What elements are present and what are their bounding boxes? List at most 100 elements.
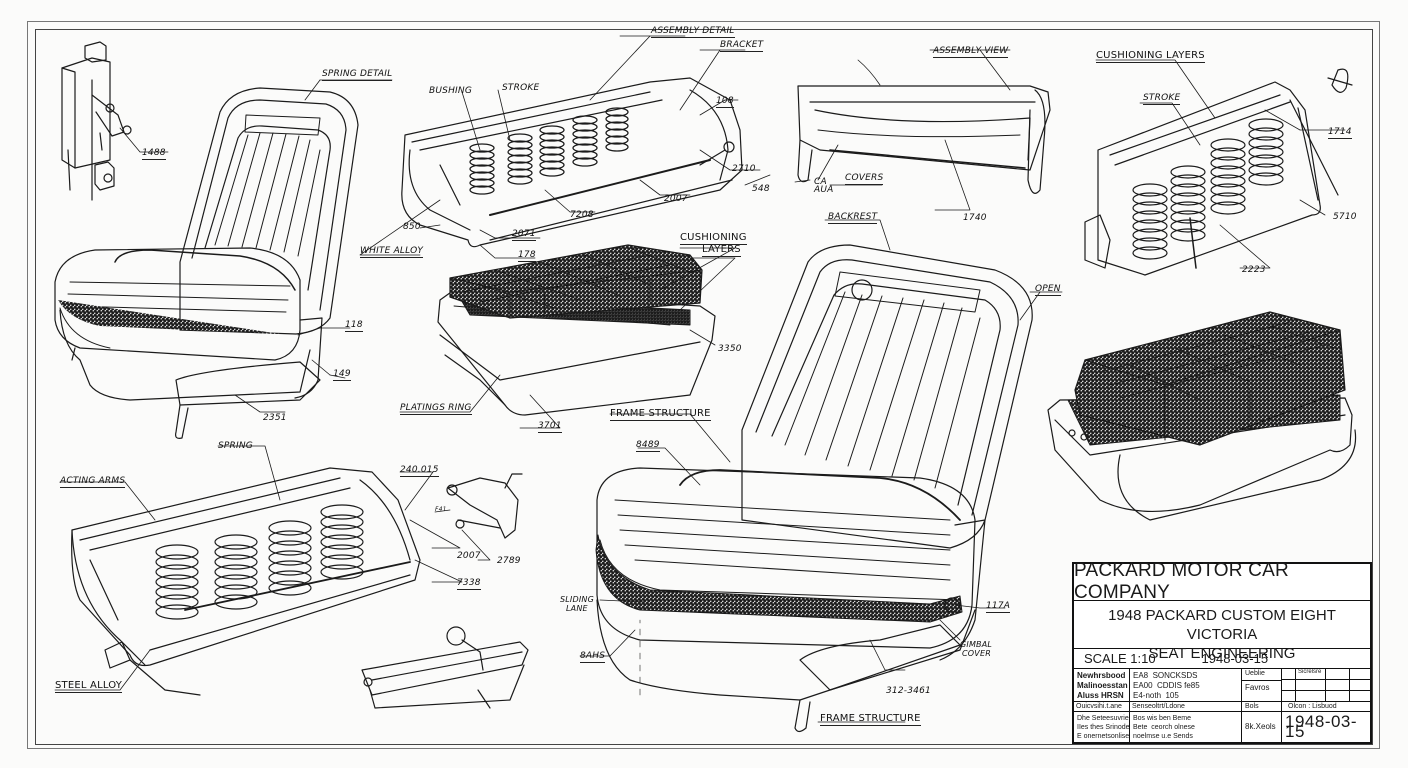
label-part-2007-bottom: 2007 [457, 551, 481, 561]
label-white-alloy: WHITE ALLOY [360, 246, 424, 258]
spring-frame-bottom [71, 467, 421, 696]
seat-isometric-left [54, 87, 359, 439]
label-assembly-detail: ASSEMBLY DETAIL [651, 26, 735, 38]
spring-unit-right [1084, 68, 1353, 276]
slide-rail-detail [361, 626, 529, 709]
label-steel-alloy: STEEL ALLOY [55, 680, 123, 693]
cell-r2c4: Olcon : Lisbuod [1282, 702, 1370, 712]
hinge-bracket-detail [61, 41, 132, 201]
cell-r1c3b: Favros [1242, 681, 1282, 702]
cell-grid-h [1282, 691, 1296, 702]
title-block-grid: Newhrsbood Malinoesstan Aluss HRSN EA8 S… [1074, 669, 1370, 742]
scale-value: SCALE 1:10 [1084, 651, 1156, 666]
title-block-title: 1948 PACKARD CUSTOM EIGHT VICTORIA SEAT … [1074, 601, 1370, 662]
coil-springs-right [1132, 118, 1284, 260]
label-cushioning-mid-1: CUSHIONING [680, 232, 747, 245]
label-part-1740: 1740 [963, 213, 987, 223]
drawing-date: 1948-03-15 [1201, 651, 1269, 666]
label-part-7338: 7338 [457, 578, 481, 590]
label-part-5710: 5710 [1333, 212, 1357, 222]
cell-r2c1: Ouicvsihi.t.ane [1074, 702, 1130, 712]
label-covers: COVERS [845, 173, 884, 185]
label-part-2223: 2223 [1242, 265, 1266, 275]
leader-lines [54, 35, 1346, 723]
label-frame-structure-top: FRAME STRUCTURE [610, 408, 711, 421]
cell-r3c2: Bos wis ben Beme Bete ceorch olnese noel… [1130, 712, 1242, 742]
outer-border [27, 21, 1380, 749]
label-platings-ring: PLATINGS RING [400, 403, 472, 415]
coil-springs-bottom [155, 504, 364, 620]
cell-r1c4: Sicrelsre [1296, 669, 1326, 680]
cell-r2c2: Senseoltrt/Ldone [1130, 702, 1242, 712]
label-spring-detail: SPRING DETAIL [322, 69, 393, 81]
label-part-3701: 3701 [538, 421, 562, 433]
cushion-block-middle [437, 244, 716, 416]
label-frame-structure-bottom: FRAME STRUCTURE [820, 713, 921, 726]
label-cushioning-mid-2: LAYERS [702, 244, 741, 257]
cell-grid-f [1326, 680, 1350, 691]
label-part-178: 178 [518, 250, 536, 262]
cell-r3c4-date: 1948-03-15 [1285, 712, 1358, 741]
cell-grid-b [1326, 669, 1350, 680]
cell-grid-j [1326, 691, 1350, 702]
label-part-3350: 3350 [718, 344, 742, 354]
label-gimbal-2: COVER [962, 649, 991, 658]
cushion-block-right [1047, 311, 1357, 521]
label-part-312-3461: 312-3461 [886, 686, 931, 696]
label-open: OPEN [1035, 284, 1061, 296]
cell-grid-g [1350, 680, 1370, 691]
cell-r1c2: EA8 SONCKSDS EA00 CDDIS fe85 E4-noth 105 [1130, 669, 1242, 702]
cell-grid-k [1350, 691, 1370, 702]
title-line-1: 1948 PACKARD CUSTOM EIGHT VICTORIA [1108, 607, 1336, 643]
label-acting-arms: ACTING ARMS [60, 476, 126, 488]
label-part-f41: F41 [435, 506, 447, 513]
label-part-2789: 2789 [497, 556, 521, 566]
label-gimbal-1: GIMBAL [960, 640, 993, 649]
backrest-assembly-view [797, 59, 1051, 194]
label-part-149: 149 [333, 369, 351, 381]
cell-grid-d [1282, 680, 1296, 691]
label-ca-aua: CA AUA [814, 177, 834, 195]
cell-r1c3a: Ueblie [1242, 669, 1282, 681]
label-sliding-2: LANE [566, 604, 588, 613]
label-part-8489: 8489 [636, 440, 660, 452]
label-part-118: 118 [345, 320, 363, 332]
cell-r3c3: 8k.Xeols [1242, 712, 1282, 742]
title-line-2: SEAT ENGINEERING [1148, 645, 1296, 662]
spring-frame-top [401, 77, 743, 248]
label-part-850: 850 [403, 222, 421, 232]
label-part-240-015: 240.015 [400, 465, 439, 477]
coil-springs-top [469, 107, 629, 195]
cell-grid-i [1296, 691, 1326, 702]
cell-grid-a [1282, 669, 1296, 680]
cell-r2c3: Bols [1242, 702, 1282, 712]
label-part-108: 108 [716, 96, 734, 108]
label-assembly-view: ASSEMBLY VIEW [933, 46, 1009, 58]
label-stroke-right: STROKE [1143, 93, 1181, 105]
label-part-117a: 117A [986, 601, 1011, 613]
label-part-548: 548 [752, 184, 770, 194]
label-part-2071: 2071 [512, 229, 536, 241]
title-block-scale-row: SCALE 1:10 1948-03-15 [1074, 649, 1370, 669]
label-part-2351: 2351 [263, 413, 287, 423]
inner-border [35, 29, 1373, 745]
lever-bracket-detail [446, 473, 523, 539]
label-part-2007-top: 2007 [664, 194, 688, 204]
cell-grid-c [1350, 669, 1370, 680]
label-cushioning-layers-right: CUSHIONING LAYERS [1096, 50, 1205, 63]
label-part-1714: 1714 [1328, 127, 1352, 139]
label-spring: SPRING [218, 441, 253, 451]
title-block-company: PACKARD MOTOR CAR COMPANY [1074, 560, 1370, 603]
label-stroke: STROKE [502, 83, 540, 93]
title-block: PACKARD MOTOR CAR COMPANY 1948 PACKARD C… [1072, 560, 1372, 744]
label-bushing: BUSHING [429, 86, 473, 96]
label-part-8ahs: 8AHS [580, 651, 606, 663]
cell-r1c1: Newhrsbood Malinoesstan Aluss HRSN [1074, 669, 1130, 702]
label-bracket: BRACKET [720, 40, 764, 52]
seat-isometric-main [595, 244, 1033, 733]
cell-r3c1: Dhe Seteesuvries IIes thes Srinode E one… [1074, 712, 1130, 742]
cell-grid-e [1296, 680, 1326, 691]
label-backrest: BACKREST [828, 212, 878, 224]
